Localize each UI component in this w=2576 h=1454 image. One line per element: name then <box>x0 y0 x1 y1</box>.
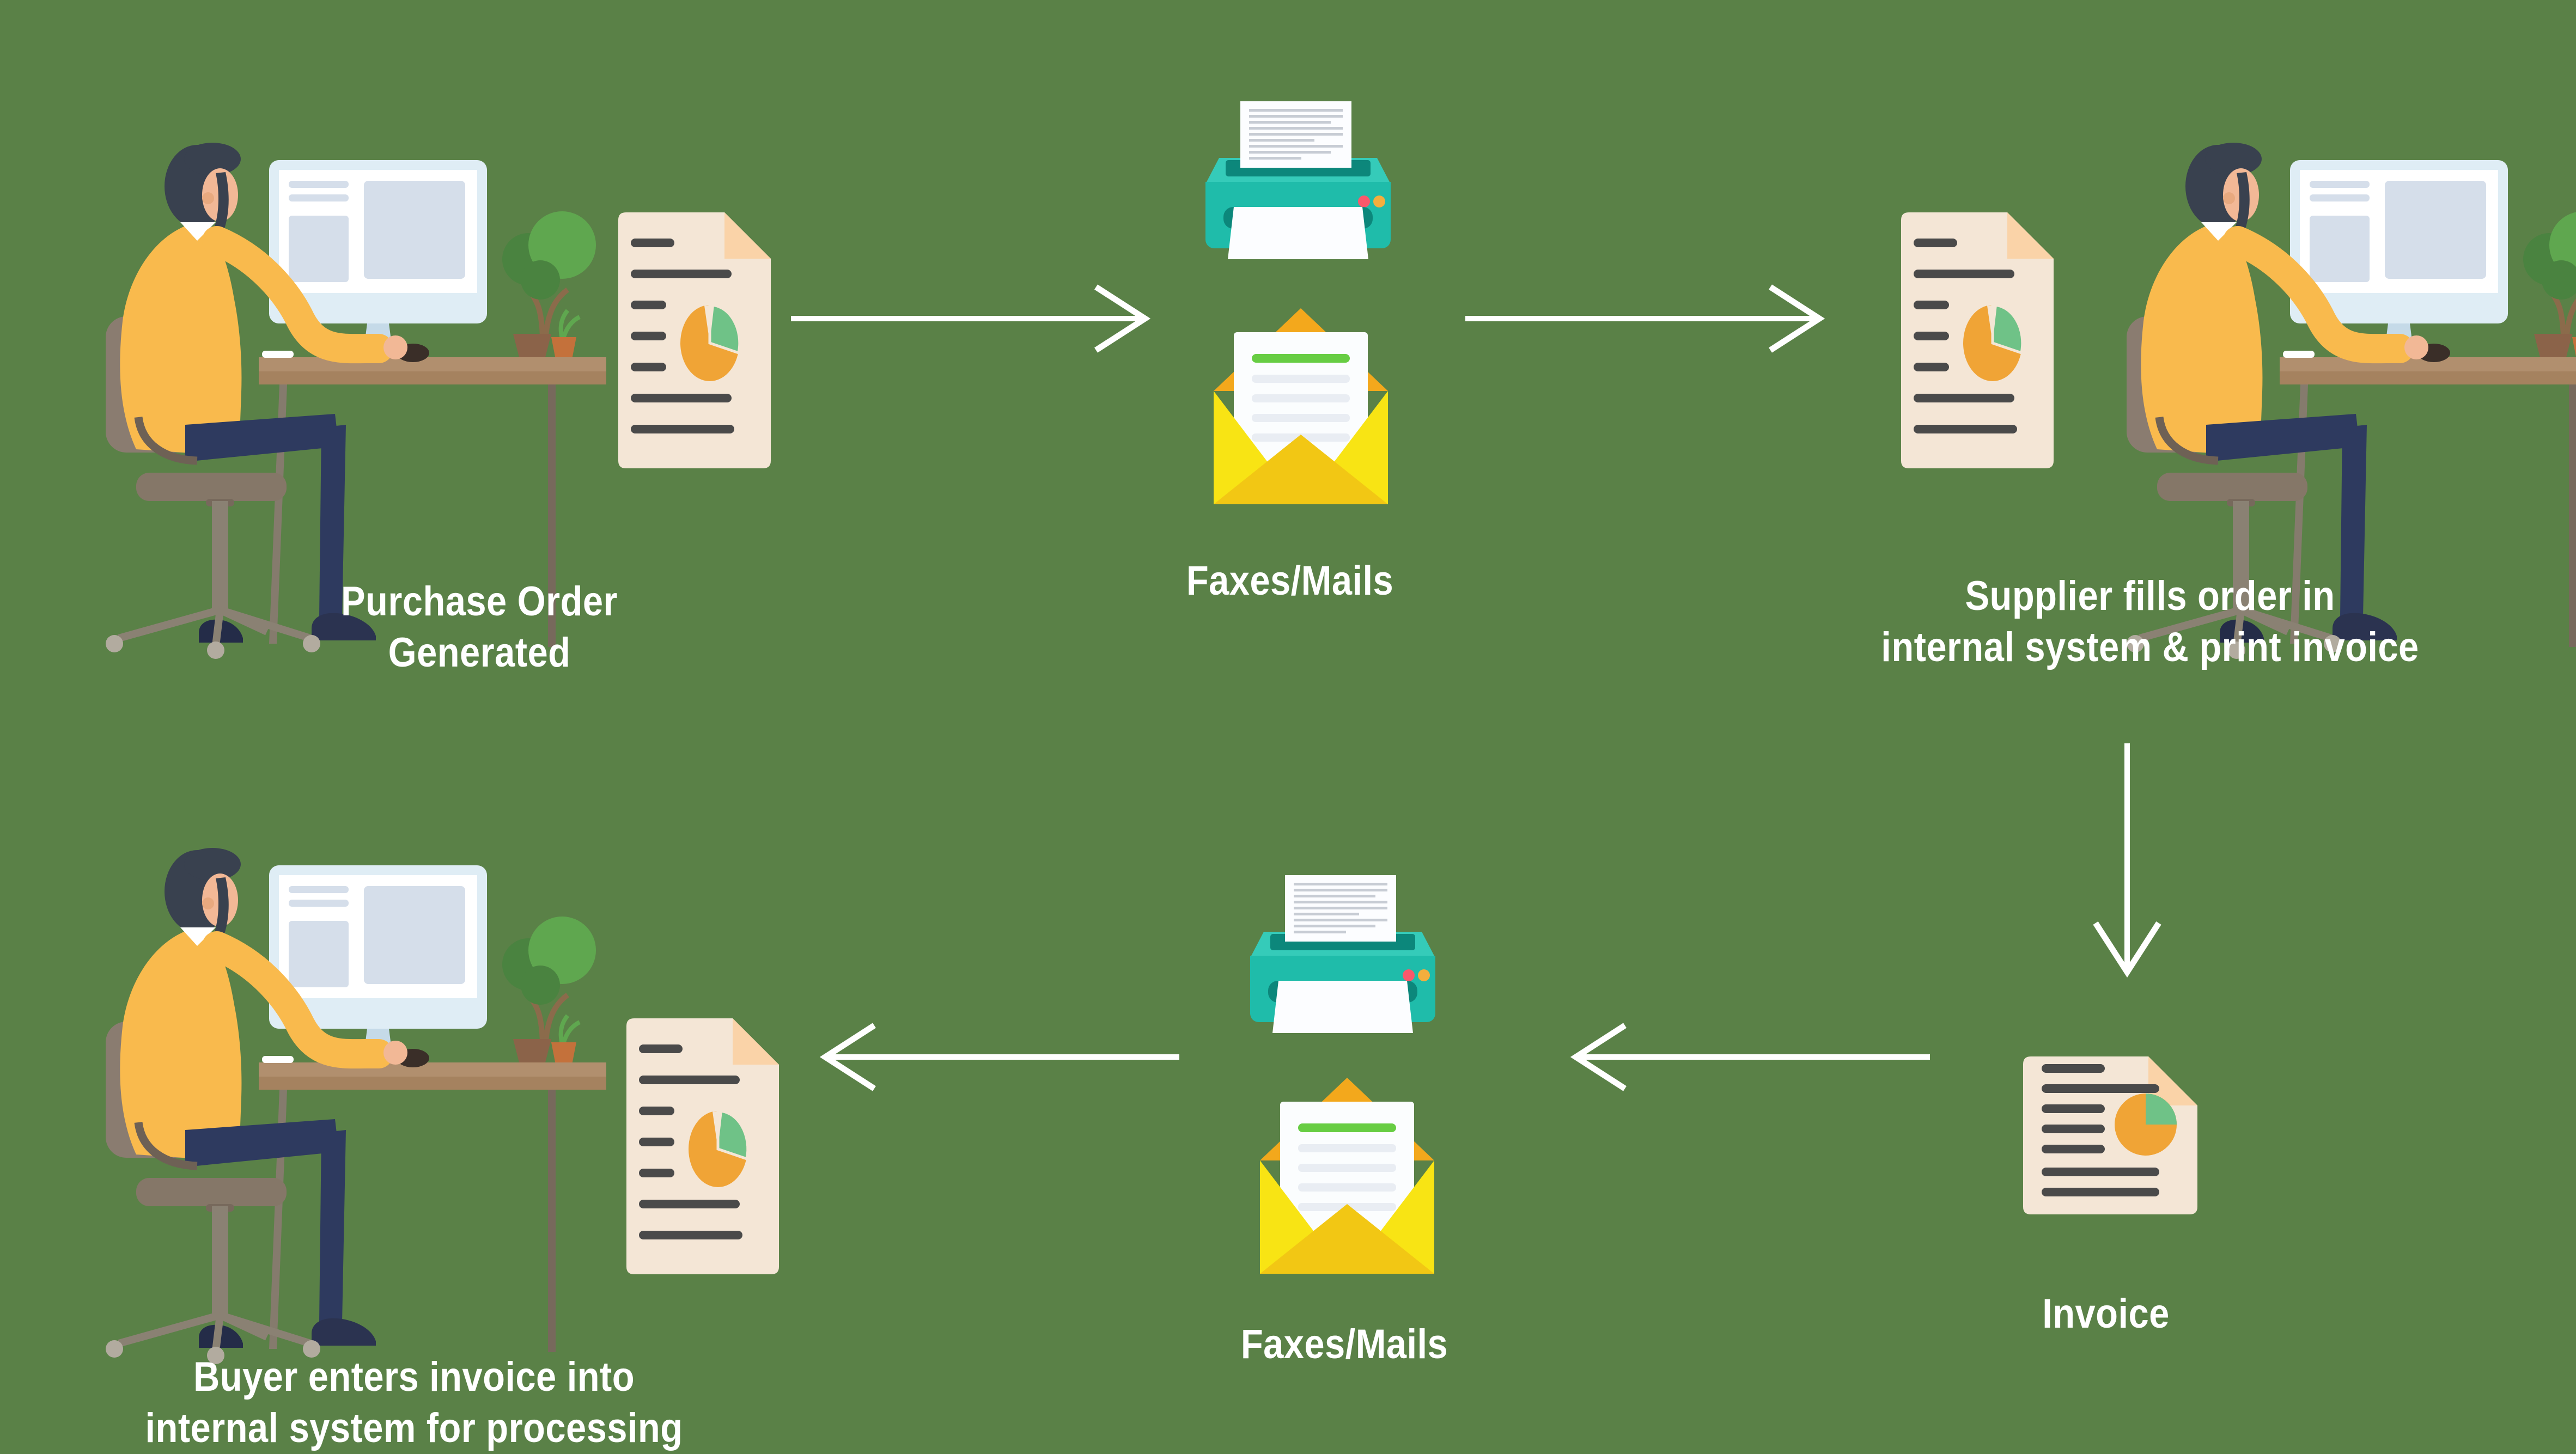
arrow-right-icon <box>791 275 1156 362</box>
step-label-line: Invoice <box>2042 1291 2170 1337</box>
step-label-line: Buyer enters invoice into <box>193 1354 635 1400</box>
arrow-left-icon <box>814 1013 1179 1101</box>
arrow-right-icon <box>1465 275 1830 362</box>
step-label-line: internal system for processing <box>145 1405 683 1451</box>
step-label-supplier: Supplier fills order in internal system … <box>1881 571 2419 673</box>
arrow-left-icon <box>1565 1013 1930 1101</box>
invoice-document-icon <box>2023 1056 2197 1214</box>
step-label-line: Supplier fills order in <box>1965 573 2335 619</box>
step-label-line: Generated <box>388 630 571 676</box>
purchase-order-document-icon <box>618 212 771 468</box>
order-document-icon <box>1901 212 2054 468</box>
step-label-line: Purchase Order <box>341 578 618 625</box>
step-label-faxes-mails-bottom: Faxes/Mails <box>1241 1319 1448 1370</box>
person-at-computer-illustration <box>103 65 621 664</box>
step-label-invoice: Invoice <box>2042 1288 2170 1340</box>
step-label-faxes-mails-top: Faxes/Mails <box>1186 555 1393 607</box>
step-label-buyer: Buyer enters invoice into internal syste… <box>145 1352 683 1454</box>
envelope-mail-icon <box>1214 308 1388 504</box>
arrow-down-icon <box>2084 743 2171 983</box>
envelope-mail-icon <box>1260 1078 1434 1274</box>
printer-icon <box>1205 101 1391 259</box>
person-at-computer-illustration <box>103 771 621 1370</box>
printer-icon <box>1250 875 1435 1033</box>
step-label-line: internal system & print invoice <box>1881 624 2419 670</box>
invoice-copy-document-icon <box>626 1018 779 1274</box>
step-label-line: Faxes/Mails <box>1186 558 1394 604</box>
step-label-line: Faxes/Mails <box>1240 1321 1448 1367</box>
step-label-purchase-order: Purchase Order Generated <box>341 576 618 679</box>
